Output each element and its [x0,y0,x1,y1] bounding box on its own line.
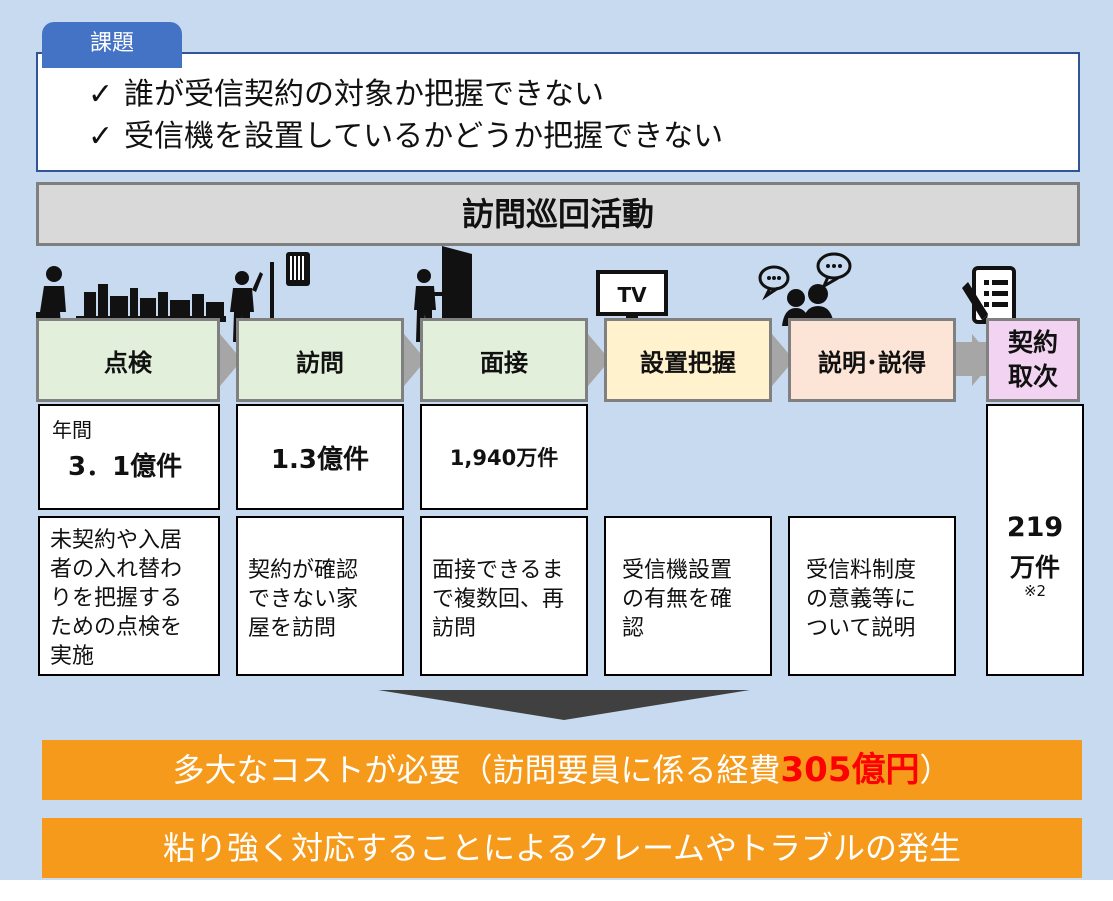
count-value: 1.3億件 [270,444,370,475]
doorbell-visitor-icon [230,252,310,342]
cost-banner-text: 多大なコストが必要（訪問要員に係る経費 [172,751,781,789]
description-line: 面接できるま [432,558,564,583]
cost-banner-text-end: ） [919,751,952,789]
activity-title: 訪問巡回活動 [36,182,1080,246]
description-line: りを把握する [50,586,183,611]
down-arrow-icon [378,690,750,720]
cost-highlight: 305億円 [780,750,920,790]
description-line: の有無を確 [622,587,733,612]
count-box-visit: 1.3億件 [236,404,404,510]
description-installation: 受信機設置 の有無を確 認 [604,516,772,676]
count-value: 3．1億件 [68,452,183,482]
trouble-banner: 粘り強く対応することによるクレームやトラブルの発生 [42,818,1082,878]
description-line: 受信機設置 [622,558,733,583]
description-visit: 契約が確認 できない家 屋を訪問 [236,516,404,676]
step-contract-line2: 取次 [1007,362,1058,391]
tv-label: TV [617,283,647,307]
description-line: の意義等に [806,587,917,612]
description-line: で複数回、再 [432,587,565,612]
description-line: 屋を訪問 [248,616,337,641]
issue-text: 受信機を設置しているかどうか把握できない [124,119,724,154]
step-explanation: 説明･説得 [788,318,956,402]
step-installation-check: 設置把握 [604,318,772,402]
description-explanation: 受信料制度 の意義等に ついて説明 [788,516,956,676]
count-prefix: 年間 [52,418,92,442]
description-line: できない家 [248,587,359,612]
cost-banner: 多大なコストが必要（訪問要員に係る経費305億円） [42,740,1082,800]
description-line: ついて説明 [806,616,916,641]
issues-box: ✓ 誰が受信契約の対象か把握できない ✓ 受信機を設置しているかどうか把握できない [36,52,1080,172]
description-inspection: 未契約や入居 者の入れ替わ りを把握する ための点検を 実施 [38,516,220,676]
count-value: 219 [1006,512,1064,543]
description-interview: 面接できるま で複数回、再 訪問 [420,516,588,676]
issues-tag: 課題 [42,22,182,68]
count-box-inspection: 年間 3．1億件 [38,404,220,510]
description-line: 者の入れ替わ [50,557,183,582]
description-line: ための点検を [50,615,183,640]
description-line: 訪問 [432,616,477,641]
count-box-interview: 1,940万件 [420,404,588,510]
step-contract-line1: 契約 [1007,328,1058,357]
description-line: 契約が確認 [248,558,359,583]
count-unit: 万件 [1009,553,1060,582]
step-inspection: 点検 [36,318,220,402]
description-line: 受信料制度 [806,558,917,583]
issue-item: ✓ 受信機を設置しているかどうか把握できない [88,116,1078,158]
step-interview: 面接 [420,318,588,402]
count-box-contract: 219 万件 ※2 [986,404,1084,676]
footnote-mark: ※2 [1023,582,1047,600]
issue-text: 誰が受信契約の対象か把握できない [124,77,604,112]
contract-document-icon [962,266,1016,324]
issue-item: ✓ 誰が受信契約の対象か把握できない [88,74,1078,116]
step-visit: 訪問 [236,318,404,402]
description-line: 実施 [50,644,95,669]
check-icon: ✓ [88,119,114,154]
step-contract: 契約 取次 [986,318,1080,402]
check-icon: ✓ [88,77,114,112]
description-line: 認 [622,616,645,641]
count-value: 1,940万件 [449,446,559,470]
description-line: 未契約や入居 [50,528,183,553]
